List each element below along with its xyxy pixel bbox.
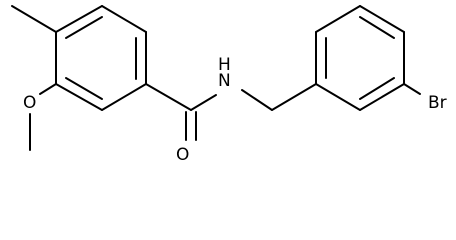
bond — [359, 5, 405, 33]
methoxy-bond — [39, 83, 57, 95]
carbonyl-carbon-bond — [145, 83, 192, 111]
bond — [55, 5, 103, 33]
bond — [359, 83, 405, 111]
methyl-bond — [11, 5, 57, 33]
bond — [315, 5, 361, 33]
double-bond-inner — [359, 77, 395, 100]
atom-label-nitrogen: N — [218, 71, 231, 91]
left-benzene-ring — [55, 5, 147, 111]
double-bond-inner — [359, 16, 395, 39]
chemical-structure-diagram: O O N H Br — [11, 5, 447, 165]
double-bond-inner — [65, 16, 103, 39]
atom-label-methoxy-oxygen: O — [23, 93, 36, 113]
bromine-bond — [403, 83, 421, 95]
right-benzene-ring — [315, 5, 405, 111]
ch2-ring-bond — [271, 83, 317, 111]
amide-bond — [190, 94, 217, 111]
bond — [101, 83, 147, 111]
bond — [55, 83, 103, 111]
bond — [315, 83, 361, 111]
n-ch2-bond — [241, 89, 273, 111]
bond — [101, 5, 147, 33]
atom-label-carbonyl-oxygen: O — [176, 145, 189, 165]
atom-label-bromine: Br — [428, 93, 447, 113]
atom-label-hydrogen: H — [218, 55, 231, 75]
molecule-drawing: O O N H Br — [11, 5, 447, 165]
double-bond-inner — [65, 77, 103, 100]
